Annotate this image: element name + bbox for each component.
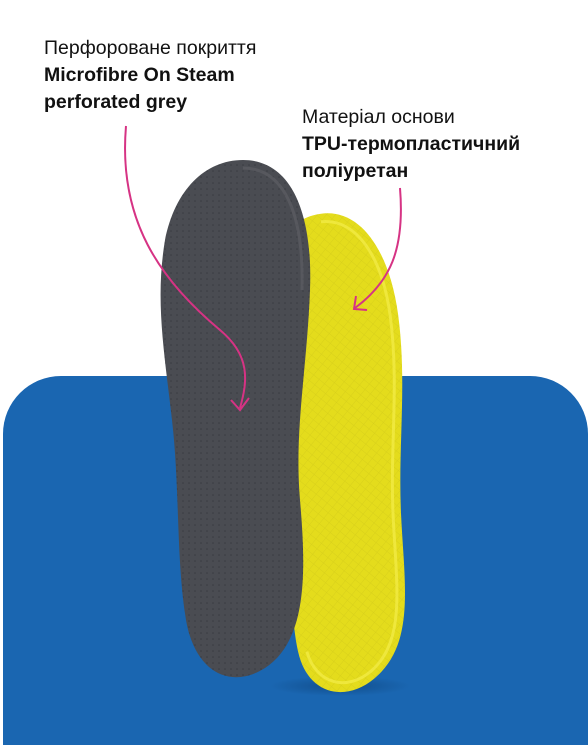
base-insole xyxy=(278,213,405,693)
base-label-line3: поліуретан xyxy=(302,160,409,182)
cover-material-label: Перфороване покриття Microfibre On Steam… xyxy=(44,35,256,116)
base-arrowhead xyxy=(352,295,368,311)
cover-arrowhead xyxy=(230,397,250,412)
cover-insole xyxy=(160,160,311,678)
base-material-label: Матеріал основи TPU-термопластичний полі… xyxy=(302,104,520,185)
cover-arrow xyxy=(124,125,247,409)
base-label-line2: TPU-термопластичний xyxy=(302,133,521,155)
cover-label-line3: perforated grey xyxy=(44,91,188,113)
cover-label-line1: Перфороване покриття xyxy=(44,37,257,59)
base-arrow xyxy=(354,187,402,309)
cover-label-line2: Microfibre On Steam xyxy=(44,64,235,86)
base-label-line1: Матеріал основи xyxy=(302,106,455,128)
